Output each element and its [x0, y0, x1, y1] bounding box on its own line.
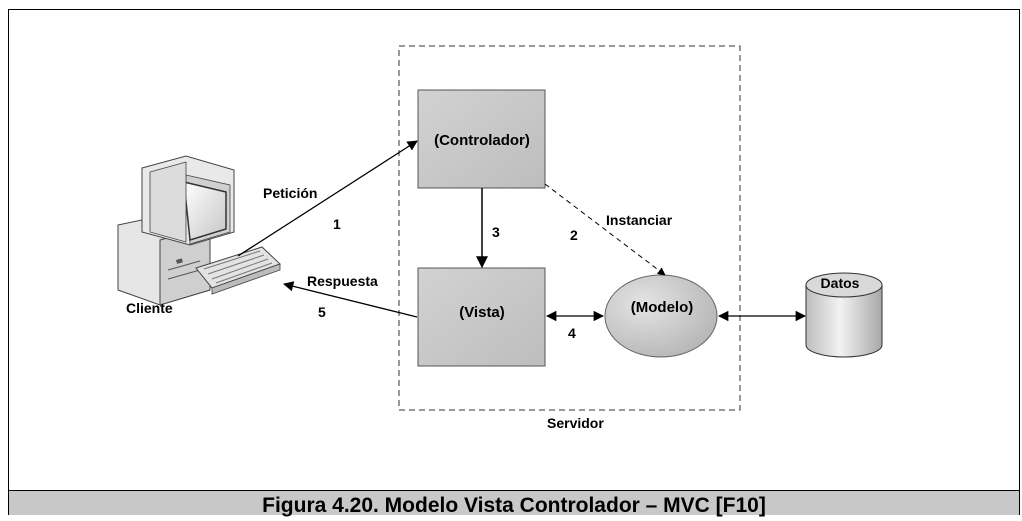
- response-step-number: 5: [318, 304, 326, 320]
- server-boundary: [398, 45, 741, 411]
- controller-box: [417, 89, 546, 189]
- response-arrow: [282, 281, 418, 318]
- controller-to-view-step-number: 3: [492, 224, 500, 240]
- model-ellipse: [604, 274, 718, 358]
- view-model-step-number: 4: [568, 325, 576, 341]
- response-label: Respuesta: [307, 273, 378, 289]
- controller-label: (Controlador): [434, 132, 530, 149]
- client-computer-icon: [117, 155, 281, 306]
- database-icon: [805, 272, 883, 358]
- model-label: (Modelo): [631, 299, 693, 316]
- view-label: (Vista): [459, 304, 505, 321]
- figure-caption: Figura 4.20. Modelo Vista Controlador – …: [262, 494, 766, 517]
- instantiate-label: Instanciar: [606, 212, 673, 228]
- request-arrow: [237, 140, 418, 257]
- instantiate-arrow: [544, 183, 666, 276]
- database-label: Datos: [821, 275, 860, 291]
- request-step-number: 1: [333, 216, 341, 232]
- instantiate-step-number: 2: [570, 227, 578, 243]
- request-label: Petición: [263, 185, 317, 201]
- server-label: Servidor: [547, 415, 604, 431]
- caption-bar: Figura 4.20. Modelo Vista Controlador – …: [8, 490, 1020, 517]
- client-label: Cliente: [126, 300, 173, 316]
